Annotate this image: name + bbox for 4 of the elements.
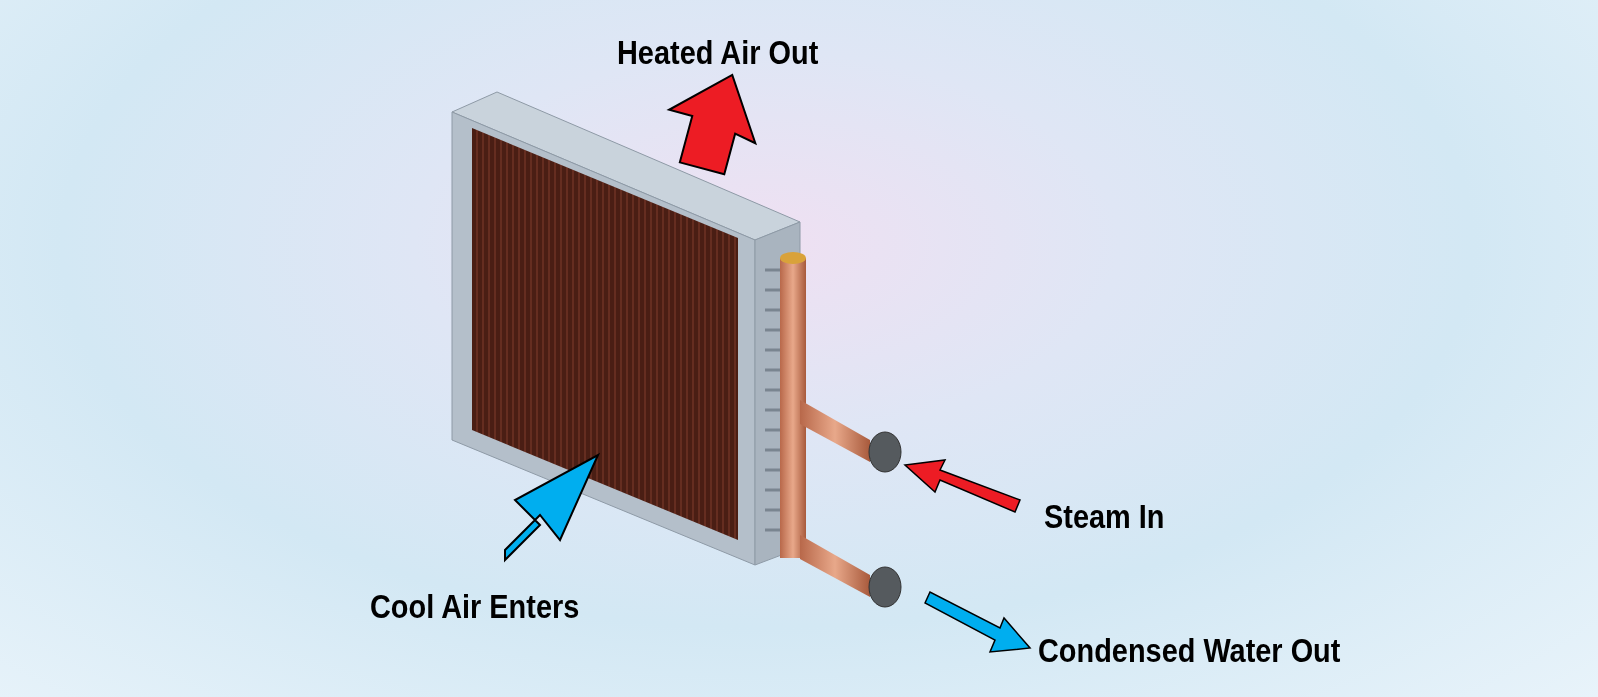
flow-label: Heated Air Out [617, 32, 819, 72]
flow-label: Steam In [1044, 496, 1165, 536]
flow-label: Cool Air Enters [370, 586, 580, 626]
flow-label: Condensed Water Out [1038, 630, 1341, 670]
